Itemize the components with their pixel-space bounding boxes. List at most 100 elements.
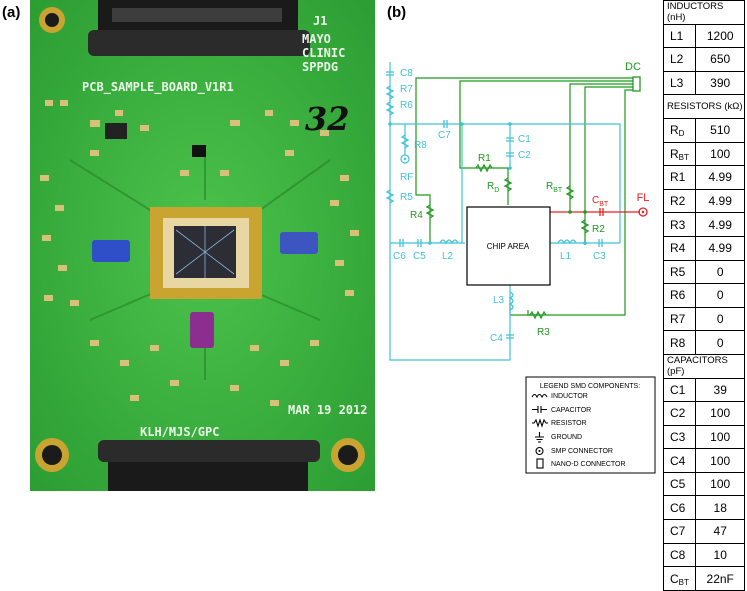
label-r4: R4 [410,210,423,221]
panel-label-b: (b) [387,4,407,21]
schematic-diagram: DC FL CHIP AREA [385,61,656,474]
component-name: R1 [662,165,697,190]
component-name: L2 [662,47,697,72]
component-value: 0 [695,330,745,355]
component-name: R4 [662,235,697,261]
component-name: C1 [662,377,697,403]
legend-inductor-icon [531,393,548,399]
legend-title: LEGEND SMD COMPONENTS: [540,383,640,390]
silk-mayo: MAYO CLINIC SPPDG [302,32,346,74]
component-name: R8 [662,330,697,355]
rf-connector [400,154,410,164]
component-name: C4 [662,448,697,473]
component-value: 510 [695,117,745,143]
dc-label: DC [625,61,641,73]
component-value: 10 [695,542,745,568]
component-value: 100 [695,448,745,473]
label-c2: C2 [518,150,531,161]
component-value: 100 [695,471,745,497]
legend-ground-icon [535,432,544,443]
table-section-header: INDUCTORS (nH) [663,0,745,25]
component-name: C6 [662,495,697,521]
label-c4: C4 [490,333,503,344]
label-r6: R6 [400,100,413,111]
component-value: 100 [695,141,745,167]
component-name: R6 [662,283,697,308]
fl-connector [638,207,648,217]
inductor-bottom [190,312,214,348]
legend-item-ground: GROUND [551,434,582,441]
label-r1: R1 [478,153,491,164]
pcb-illustration [30,0,375,491]
nano-d-connector [632,76,641,92]
pcb-photo: J1 MAYO CLINIC SPPDG PCB_SAMPLE_BOARD_V1… [30,0,375,491]
component-value: 39 [695,377,745,403]
label-c8: C8 [400,68,413,79]
chip-area [466,206,551,286]
silk-initials: KLH/MJS/GPC [140,425,220,439]
component-value: 1200 [695,23,745,49]
label-l3: L3 [493,295,505,306]
component-name: CBT [662,566,697,591]
component-value: 18 [695,495,745,521]
component-value: 100 [695,401,745,426]
component-value: 4.99 [695,165,745,190]
table-section-header: RESISTORS (kΩ) [663,94,745,119]
component-value: 390 [695,70,745,96]
component-name: R2 [662,188,697,214]
label-r2: R2 [592,224,605,235]
silk-board-name: PCB_SAMPLE_BOARD_V1R1 [82,80,234,94]
label-l1: L1 [560,251,572,262]
table-section-header: CAPACITORS (pF) [663,353,745,379]
legend-smp-icon [535,446,544,456]
component-value: 22nF [695,566,745,591]
component-name: R7 [662,306,697,332]
legend-item-resistor: RESISTOR [551,420,587,427]
component-value: 4.99 [695,188,745,214]
label-c6: C6 [393,251,406,262]
label-c1: C1 [518,134,531,145]
component-name: RD [662,117,697,143]
panel-label-a: (a) [2,4,21,21]
silk-date: MAR 19 2012 [288,403,368,417]
inductor-left [92,240,130,262]
component-name: C7 [662,519,697,544]
component-name: L1 [662,23,697,49]
label-r3: R3 [537,327,550,338]
component-value: 100 [695,424,745,450]
fl-label: FL [637,192,650,204]
component-value: 4.99 [695,212,745,237]
label-rbt: RBT [546,181,563,194]
component-value: 4.99 [695,235,745,261]
component-value: 0 [695,259,745,285]
label-c5: C5 [413,251,426,262]
label-c7: C7 [438,130,451,141]
component-name: C3 [662,424,697,450]
silk-j1: J1 [313,14,328,28]
label-r7: R7 [400,84,413,95]
legend-item-smp: SMP CONNECTOR [551,448,613,455]
component-name: RBT [662,141,697,167]
label-rd: RD [487,181,499,194]
